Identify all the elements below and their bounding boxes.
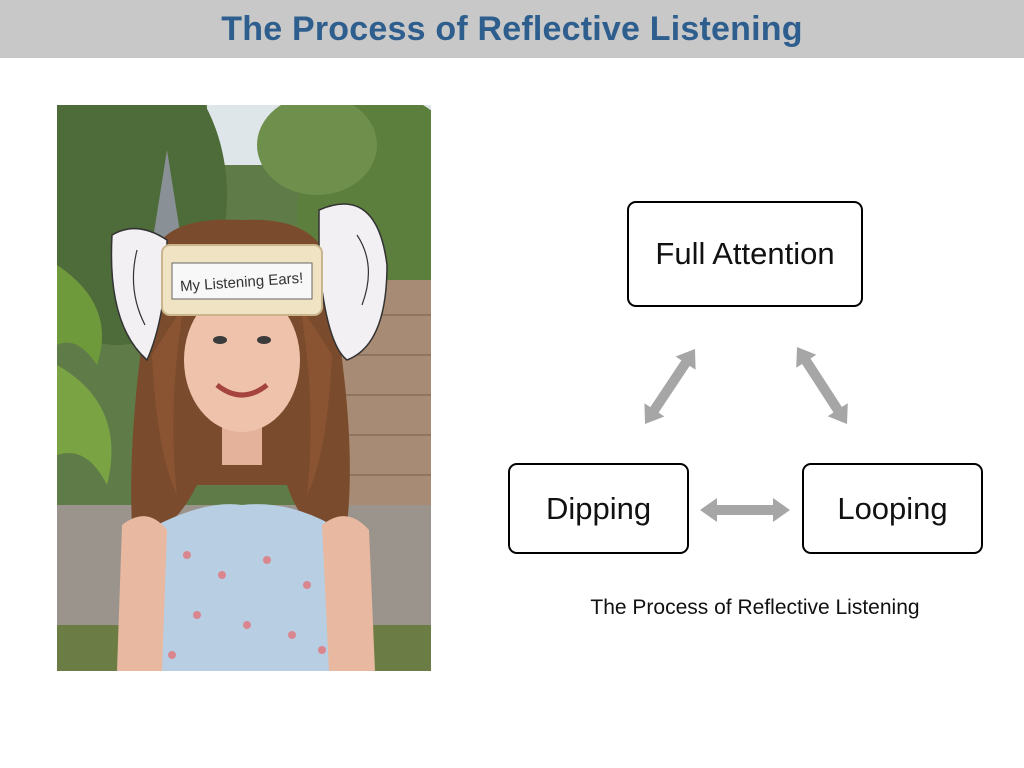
arrow-dipping-looping [700,498,790,522]
title-bar: The Process of Reflective Listening [0,0,1024,58]
slide-title: The Process of Reflective Listening [221,9,803,48]
node-looping: Looping [802,463,983,554]
node-dipping: Dipping [508,463,689,554]
arrow-full-attention-dipping [644,349,696,424]
diagram-caption: The Process of Reflective Listening [590,596,920,619]
node-full-attention: Full Attention [627,201,863,307]
arrow-full-attention-looping [796,347,848,424]
photo-girl-listening-ears: My Listening Ears! [57,105,431,671]
